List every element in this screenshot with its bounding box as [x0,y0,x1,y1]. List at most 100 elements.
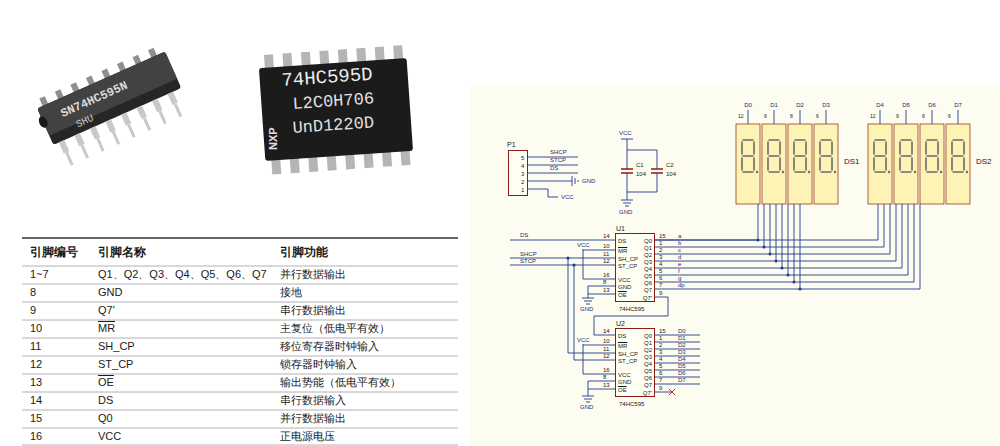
connector-header: P154321 [508,150,528,196]
part-name: U2 [616,320,625,327]
pin-label: Q4 [644,266,652,272]
schematic-label: DS [550,165,558,171]
table-cell: 输出势能（低电平有效） [280,377,401,388]
table-cell: 串行数据输出 [280,305,346,316]
pin-label: MR [618,248,627,254]
schematic-label: f [678,268,680,274]
schematic-label: 10 [603,243,610,249]
schematic-label: STCP [550,157,566,163]
pin-label: Q4 [644,361,652,367]
schematic-label: D5 [678,363,686,369]
table-cell: DS [98,395,113,406]
pin-label: SH_CP [618,256,638,262]
pin-label: VCC [618,277,631,283]
schematic-label: VCC [577,242,590,248]
schematic-label: VCC [561,194,574,200]
schematic-label: 2 [659,342,662,348]
schematic-label: 3 [659,254,662,260]
pin-label: OE [618,387,627,393]
schematic-label: 9 [764,114,767,119]
table-cell: MR [98,323,115,334]
schematic-label: GND [582,178,595,184]
schematic-label: D7 [678,377,686,383]
pin-label: Q7' [643,295,652,301]
schematic-label: 5 [659,363,662,369]
seven-segment-display: DS1 [734,124,840,204]
schematic-label: 16 [603,367,610,373]
table-cell: 接地 [280,287,302,298]
soic-chip-photo [258,45,414,175]
pin-label: DS [618,333,626,339]
schematic-label: D4 [876,102,884,108]
table-cell: 13 [30,377,42,388]
table-cell: 正电源电压 [280,431,335,442]
schematic-label: 4 [659,261,662,267]
schematic-label: D6 [928,102,936,108]
schematic-label: STCP [520,258,536,264]
table-cell: 移位寄存器时钟输入 [280,341,379,352]
shift-register-ic: U274HC595DSMRSH_CPST_CPVCCGNDOEQ0Q1Q2Q3Q… [615,328,655,397]
schematic-label: VCC [619,130,632,136]
pin-label: MR [618,343,627,349]
pin-label: Q1 [644,245,652,251]
table-cell: 引脚名称 [98,246,146,258]
pin-label: 74HC595 [619,306,644,312]
table-cell: 1~7 [30,269,49,280]
pin-label: Q2 [644,347,652,353]
schematic-label: D7 [954,102,962,108]
schematic-label: 9 [659,385,662,391]
schematic-label: D4 [678,356,686,362]
schematic-label: D3 [678,349,686,355]
pin-label: OE [618,292,627,298]
schematic-label: c [678,247,681,253]
table-cell: 引脚功能 [280,246,328,258]
schematic-label: 13 [603,382,610,388]
table-cell: ST_CP [98,359,133,370]
schematic-label: 11 [603,251,609,257]
table-cell: OE [98,377,114,388]
schematic-label: 12 [603,258,610,264]
table-cell: 8 [30,287,36,298]
pin-label: Q1 [644,340,652,346]
table-cell: 12 [30,359,42,370]
pin-label: Q3 [644,259,652,265]
table-cell: VCC [98,431,121,442]
table-cell: Q1、Q2、Q3、Q4、Q5、Q6、Q7 [98,269,267,280]
schematic-label: 14 [603,233,610,239]
pin-label: Q5 [644,273,652,279]
chip-marking: NXP [268,127,279,150]
schematic-label: D1 [770,102,778,108]
schematic-label: e [678,261,681,267]
pin-label: 2 [521,179,524,185]
schematic-label: 6 [659,370,662,376]
pin-label: Q7' [643,390,652,396]
schematic-label: 6 [816,114,819,119]
schematic-label: 10 [603,338,610,344]
schematic-label: a [678,233,681,239]
schematic-label: 8 [603,374,606,380]
pin-label: ST_CP [618,263,637,269]
table-cell: 并行数据输出 [280,269,346,280]
schematic-label: dp [678,282,685,288]
schematic-label: 6 [948,114,951,119]
schematic-label: 1 [659,335,662,341]
schematic-label: SHCP [520,251,537,257]
pin-label: Q0 [644,238,652,244]
table-cell: Q7' [98,305,115,316]
table-cell: 锁存器时钟输入 [280,359,357,370]
schematic-label: 8 [790,114,793,119]
schematic-label: g [678,275,681,281]
wire [655,204,758,240]
chip-marking: L2C0H706 [292,90,375,113]
schematic-label: 6 [659,275,662,281]
schematic-label: D6 [678,370,686,376]
schematic-label: 7 [659,377,662,383]
schematic-label: 12 [603,353,610,359]
schematic-label: 9 [659,290,662,296]
schematic-label: d [678,254,681,260]
pin-label: Q6 [644,280,652,286]
pin-label: DS [618,238,626,244]
schematic-label: 104 [636,171,646,177]
